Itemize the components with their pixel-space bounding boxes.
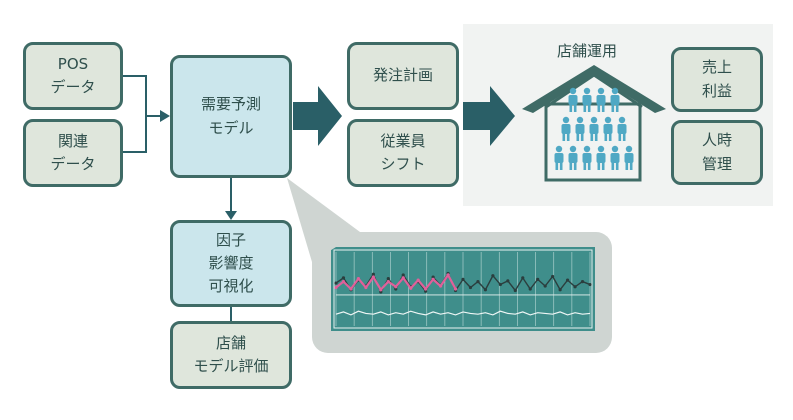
series-point [349,287,353,291]
series-point [431,275,435,279]
series-point [371,272,375,276]
sales-profit-label: 売上 利益 [701,58,732,100]
series-point [371,275,375,279]
staff-shift-node: 従業員 シフト [347,119,459,187]
forecast-line-chart [333,249,593,329]
series-point [580,280,585,284]
sales-profit-node: 売上 利益 [671,47,763,112]
series-point [513,288,517,293]
series-point [424,289,428,293]
person-icon [603,116,613,141]
callout-wedge [287,178,360,262]
chart-frame [333,249,593,329]
series-point [379,288,383,292]
house-body [544,102,642,182]
person-icon [568,145,578,170]
series-point [461,277,465,281]
series-point [364,285,368,290]
series-point [588,282,592,287]
staff-shift-label: 従業員 シフト [380,131,426,173]
person-icon [596,145,606,170]
series-point [409,286,413,290]
connector-pos [122,75,160,117]
series-point [334,281,338,285]
staff-people-icons [554,87,634,170]
store-model-eval-label: 店舗 モデル評価 [193,333,269,375]
person-icon [582,145,592,170]
labor-management-node: 人時 管理 [671,120,763,185]
series-point [483,288,488,292]
series-point [424,287,428,291]
series-point [386,280,390,284]
person-icon [617,116,627,141]
person-icon [610,145,620,170]
series-point [356,277,361,281]
series-point [341,276,346,280]
series-point [446,273,450,277]
store-model-eval-node: 店舗 モデル評価 [170,321,292,389]
series-point [551,274,555,279]
series-point [543,284,547,288]
series-point [476,280,480,284]
series-point [334,285,338,290]
person-icon [575,116,585,141]
series-point [438,284,443,288]
factor-visualization-label: 因子 影響度 可視化 [208,230,254,296]
person-icon [610,87,620,112]
factor-visualization-node: 因子 影響度 可視化 [170,220,292,307]
related-data-label: 関連 データ [50,131,96,173]
big-arrow-plans-to-store [463,86,515,146]
series-line-3 [335,310,591,316]
related-data-node: 関連 データ [23,119,123,187]
labor-management-label: 人時 管理 [701,131,732,173]
series-point [453,287,458,291]
order-plan-label: 発注計画 [372,66,433,85]
person-icon [582,87,592,112]
series-point [468,285,473,290]
person-icon [554,145,564,170]
series-point [536,277,540,281]
series-point [401,273,405,277]
connector-arrowhead [160,110,170,122]
person-icon [596,87,606,112]
series-point [558,288,562,292]
series-point [498,282,502,287]
pos-data-node: POS データ [23,42,123,110]
series-point [379,290,383,294]
series-point [386,277,390,281]
person-icon [568,87,578,112]
person-icon [561,116,571,141]
series-point [431,277,435,281]
series-point [416,278,420,282]
demand-model-label: 需要予測 モデル [200,95,261,137]
store-operations-title: 店舗運用 [557,42,618,60]
connector-model-factor-head [225,211,237,220]
pos-data-label: POS データ [50,54,96,96]
house-roof-left [522,65,594,113]
series-point [394,287,398,291]
series-point [565,278,570,282]
house-roof-right [594,65,666,113]
series-point [394,285,398,289]
big-arrow-model-to-plans [293,86,342,146]
series-point [401,276,405,280]
person-icon [589,116,599,141]
series-point [491,274,495,278]
person-icon [624,145,634,170]
series-point [573,285,577,289]
series-point [521,276,525,280]
series-point [341,280,346,284]
connector-related [122,116,147,153]
demand-model-node: 需要予測 モデル [170,55,292,178]
order-plan-node: 発注計画 [347,42,459,110]
series-point [506,279,510,283]
series-point [528,287,532,291]
